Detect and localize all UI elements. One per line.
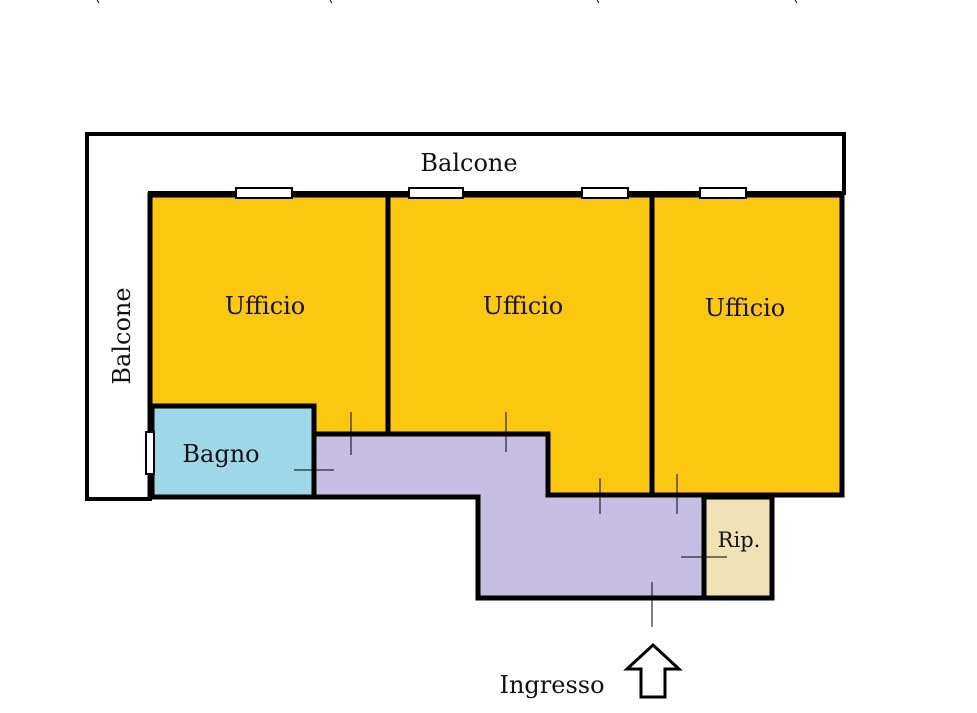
top-edge-marks — [96, 0, 798, 4]
office-3-label: Ufficio — [705, 294, 786, 322]
bathroom-label: Bagno — [182, 440, 259, 468]
entrance-arrow-icon — [623, 642, 683, 699]
storage-label: Rip. — [718, 528, 761, 552]
balcony-top-label: Balcone — [420, 149, 517, 177]
windows — [145, 187, 747, 475]
office-room-3 — [649, 192, 845, 498]
balcony-left-label: Balcone — [108, 287, 136, 384]
office-1-label: Ufficio — [225, 292, 306, 320]
storage-room — [701, 494, 775, 601]
office-2-label: Ufficio — [483, 292, 564, 320]
entrance-label: Ingresso — [499, 671, 604, 699]
door-marks — [294, 412, 727, 627]
